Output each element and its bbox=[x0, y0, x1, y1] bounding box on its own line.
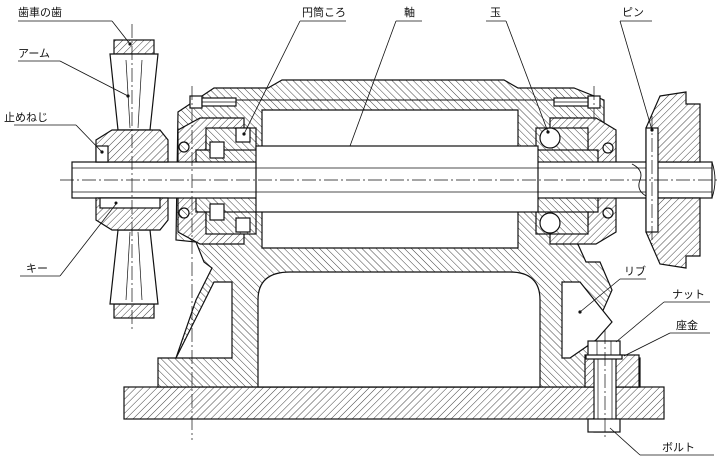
label-arm: アーム bbox=[18, 47, 50, 60]
cap-bolts bbox=[189, 95, 601, 109]
bolt-assembly bbox=[585, 330, 623, 440]
key bbox=[99, 197, 161, 209]
label-pin: ピン bbox=[622, 6, 644, 19]
label-key: キー bbox=[26, 262, 48, 275]
right-bearing-housing bbox=[535, 117, 617, 245]
label-cylindrical-roller: 円筒ころ bbox=[302, 5, 346, 19]
left-bearing-housing bbox=[177, 117, 257, 245]
nut bbox=[587, 340, 621, 357]
label-shaft: 軸 bbox=[404, 5, 415, 19]
label-nut: ナット bbox=[672, 288, 705, 301]
cylindrical-roller-bottom bbox=[235, 217, 251, 233]
label-ball: 玉 bbox=[490, 6, 501, 19]
leader-lines bbox=[14, 20, 714, 456]
label-washer: 座金 bbox=[676, 318, 698, 332]
washer bbox=[585, 354, 623, 360]
label-rib: リブ bbox=[624, 264, 646, 278]
ball-top bbox=[539, 127, 561, 149]
set-screw bbox=[95, 145, 109, 163]
labels: 歯車の歯 アーム 止めねじ キー 円筒ころ 軸 玉 ピン リブ ナット 座金 ボ… bbox=[4, 5, 705, 454]
label-gear-tooth: 歯車の歯 bbox=[18, 5, 62, 19]
label-set-screw: 止めねじ bbox=[4, 111, 48, 124]
label-bolt: ボルト bbox=[662, 441, 695, 454]
gear bbox=[95, 24, 169, 330]
centerlines bbox=[60, 86, 720, 440]
base-plate bbox=[123, 386, 665, 420]
ball-bottom bbox=[539, 212, 561, 234]
